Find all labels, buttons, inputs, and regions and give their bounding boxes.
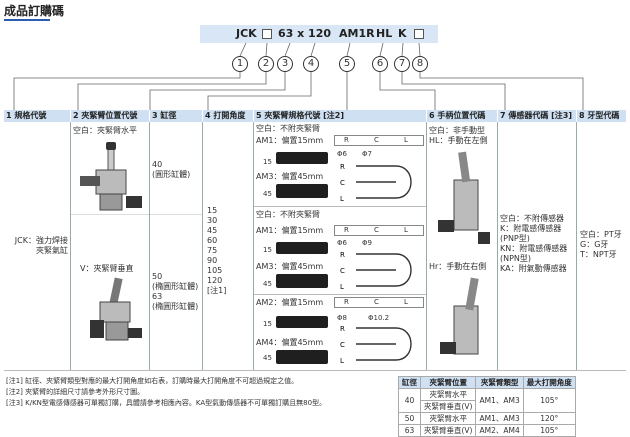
svg-text:C: C — [340, 267, 345, 275]
circle-2: 2 — [258, 56, 274, 72]
arm-offset-45-2: 45 — [263, 280, 272, 288]
rcl-r-2: R — [344, 226, 349, 234]
svg-text:R: R — [340, 251, 345, 259]
code-k: K — [398, 27, 407, 40]
handle-right-text: Hr：手動在右側 — [429, 262, 487, 271]
circle-6: 6 — [372, 56, 388, 72]
rcl-l-3: L — [404, 298, 408, 306]
table-header: 最大打開角度 — [522, 376, 576, 389]
code-blank-box-1 — [262, 29, 272, 39]
clamp-vertical-image — [90, 277, 142, 341]
arm-spec-none-2: 空白：不附夾緊臂 — [256, 210, 320, 219]
rcl-l-1: L — [404, 136, 408, 144]
note-1: [注1] 缸徑、夾緊臂類型對應的最大打開角度如右表，訂購時最大打開角度不可超過規… — [6, 377, 299, 385]
rcl-c-1: C — [374, 136, 379, 144]
arm-offset-15-3: 15 — [263, 320, 272, 328]
arm-dia-3b: Φ10.2 — [368, 314, 390, 322]
max-angle-table: 缸徑 夾緊臂位置 夾緊臂類型 最大打開角度 40 夾緊臂水平 AM1、AM3 1… — [398, 376, 576, 437]
code-blank-box-2 — [414, 29, 424, 39]
svg-text:C: C — [340, 179, 345, 187]
header-handle-position: 6 手柄位置代碼 — [427, 110, 497, 122]
rcl-c-2: C — [374, 226, 379, 234]
handle-left-image — [438, 151, 490, 244]
table-row: 50 夾緊臂水平 AM1、AM3 120° — [398, 412, 576, 425]
arm-image-45-3 — [276, 350, 328, 364]
table-header: 夾緊臂類型 — [475, 376, 524, 389]
arm-spec-am3-1: AM3：偏置45mm — [256, 172, 324, 181]
arm-image-15-3 — [276, 316, 328, 328]
svg-text:L: L — [340, 283, 344, 291]
header-thread-code: 8 牙型代碼 — [577, 110, 626, 122]
arm-dia-3a: Φ8 — [337, 314, 347, 322]
arm-dia-2a: Φ6 — [337, 239, 347, 247]
table-row: 40 夾緊臂水平 AM1、AM3 105° — [398, 388, 576, 413]
open-angle-list: 15 30 45 60 75 90 105 120 [注1] — [207, 206, 227, 295]
svg-text:R: R — [340, 163, 345, 171]
handle-right-image — [440, 277, 479, 355]
note-3: [注3] K/KN型電感傳感器可單獨訂購，具體請參考相應內容。KA型氣動傳感器不… — [6, 399, 327, 407]
code-size: 63 x 120 — [278, 27, 332, 40]
table-header: 夾緊臂位置 — [419, 376, 477, 389]
handle-left-text: 空白：非手動型 HL：手動在左側 — [429, 126, 488, 145]
code-jck: JCK — [236, 27, 257, 40]
page-title: 成品訂購碼 — [4, 4, 65, 18]
header-bore: 3 缸徑 — [150, 110, 202, 122]
code-am: AM1R — [339, 27, 375, 40]
arm-spec-am3-2: AM3：偏置45mm — [256, 262, 324, 271]
arm-offset-15-2: 15 — [263, 246, 272, 254]
table-row: 63 夾緊臂垂直(V) AM2、AM4 105° — [398, 424, 576, 437]
circle-5: 5 — [339, 56, 355, 72]
arm-offset-15-1: 15 — [263, 158, 272, 166]
title-underline — [4, 19, 50, 21]
arm-spec-am2: AM2：偏置15mm — [256, 298, 324, 307]
arm-spec-am1-1: AM1：偏置15mm — [256, 136, 324, 145]
arm-dia-2b: Φ9 — [362, 239, 372, 247]
svg-text:L: L — [340, 195, 344, 203]
arm-spec-none-1: 空白：不附夾緊臂 — [256, 124, 320, 133]
arm-image-45 — [276, 184, 328, 198]
header-arm-spec: 5 夾緊臂規格代號 [注2] — [254, 110, 426, 122]
clamp-horizontal-image — [80, 142, 142, 211]
arm-rcl-diagram-3: RCL — [340, 325, 412, 365]
arm-rcl-diagram-2: RCL — [340, 251, 412, 291]
table-header: 缸徑 — [398, 376, 421, 389]
arm-dia-1a: Φ6 — [337, 150, 347, 158]
rcl-c-3: C — [374, 298, 379, 306]
order-code-bar — [200, 25, 438, 43]
svg-text:C: C — [340, 341, 345, 349]
sensor-code-text: 空白：不附傳感器 K：附電感傳感器 (PNP型) KN：附電感傳感器 (NPN型… — [500, 214, 568, 273]
circle-8: 8 — [412, 56, 428, 72]
arm-spec-am1-2: AM1：偏置15mm — [256, 226, 324, 235]
thread-code-text: 空白：PT牙 G：G牙 T：NPT牙 — [580, 230, 622, 259]
circle-1: 1 — [232, 56, 248, 72]
arm-image-45-2 — [276, 274, 328, 288]
note-2: [注2] 夾緊臂的詳細尺寸請參考外形尺寸圖。 — [6, 388, 145, 396]
header-open-angle: 4 打開角度 — [203, 110, 253, 122]
bore-40-text: 40 (圓形缸體) — [152, 160, 191, 179]
svg-text:R: R — [340, 325, 345, 333]
circle-4: 4 — [303, 56, 319, 72]
arm-rcl-diagram-1: RCL — [340, 163, 412, 203]
circle-3: 3 — [277, 56, 293, 72]
rcl-r-3: R — [344, 298, 349, 306]
spec-code-text: JCK：強力焊接 夾緊氣缸 — [14, 236, 68, 255]
rcl-l-2: L — [404, 226, 408, 234]
rcl-r-1: R — [344, 136, 349, 144]
arm-offset-45-1: 45 — [263, 190, 272, 198]
header-arm-position: 2 夾緊臂位置代號 — [71, 110, 149, 122]
header-sensor-code: 7 傳感器代碼 [注3] — [498, 110, 576, 122]
arm-dia-1b: Φ7 — [362, 150, 372, 158]
bore-50-63-text: 50 (橢圓形缸體) 63 (橢圓形缸體) — [152, 272, 199, 311]
arm-spec-am4: AM4：偏置45mm — [256, 338, 324, 347]
arm-offset-45-3: 45 — [263, 354, 272, 362]
svg-text:L: L — [340, 357, 344, 365]
connector-lines — [13, 42, 584, 110]
code-hl: HL — [376, 27, 393, 40]
circle-7: 7 — [394, 56, 410, 72]
arm-vertical-text: V：夾緊臂垂直 — [80, 264, 134, 273]
header-spec-code: 1 規格代號 — [4, 110, 70, 122]
arm-horizontal-text: 空白：夾緊臂水平 — [73, 126, 137, 135]
arm-image-15-2 — [276, 242, 328, 254]
arm-image-15 — [276, 152, 328, 164]
